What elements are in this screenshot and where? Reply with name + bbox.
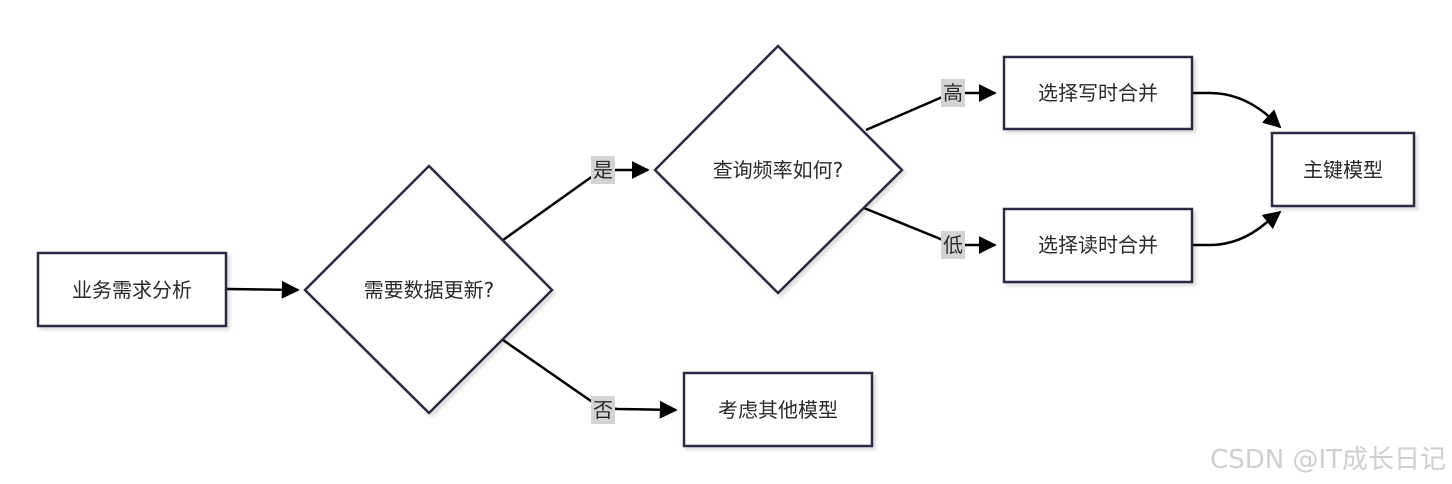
- edge-analysis-to-update: [225, 280, 300, 299]
- node-query-frequency: 查询频率如何?: [653, 44, 904, 295]
- edge-labels: 是 否 高 低: [591, 79, 965, 424]
- node-merge-on-read-label: 选择读时合并: [1038, 233, 1158, 257]
- node-other-models-label: 考虑其他模型: [718, 398, 838, 422]
- node-primary-key-model-label: 主键模型: [1303, 158, 1383, 182]
- node-merge-on-write: 选择写时合并: [1002, 55, 1194, 131]
- edge-frequency-low-to-read: [863, 206, 997, 254]
- node-merge-on-write-label: 选择写时合并: [1038, 81, 1158, 105]
- watermark: CSDN @IT成长日记: [1210, 445, 1446, 475]
- edge-label-low-text: 低: [943, 233, 963, 257]
- node-business-analysis-label: 业务需求分析: [72, 278, 192, 302]
- edge-write-to-primary: [1193, 91, 1282, 129]
- node-need-update-label: 需要数据更新?: [364, 278, 495, 302]
- edge-read-to-primary: [1193, 210, 1282, 247]
- edge-label-yes-text: 是: [593, 158, 613, 182]
- edge-label-no-text: 否: [593, 398, 613, 422]
- edge-label-high-text: 高: [943, 81, 963, 105]
- node-primary-key-model: 主键模型: [1270, 131, 1416, 208]
- node-query-frequency-label: 查询频率如何?: [713, 158, 844, 182]
- edge-update-yes-to-frequency: [502, 161, 650, 242]
- node-business-analysis: 业务需求分析: [36, 251, 228, 328]
- edge-label-yes: 是: [591, 156, 615, 184]
- node-need-update: 需要数据更新?: [303, 164, 554, 415]
- edge-label-high: 高: [941, 79, 965, 107]
- nodes: 业务需求分析 需要数据更新? 查询频率如何? 选择写时合并 选择读时合并 主键模…: [36, 44, 1416, 448]
- edge-label-no: 否: [591, 396, 615, 424]
- edge-frequency-high-to-write: [865, 84, 997, 132]
- edge-label-low: 低: [941, 231, 965, 259]
- node-other-models: 考虑其他模型: [682, 371, 874, 448]
- node-merge-on-read: 选择读时合并: [1002, 207, 1194, 284]
- edge-update-no-to-other: [502, 338, 678, 419]
